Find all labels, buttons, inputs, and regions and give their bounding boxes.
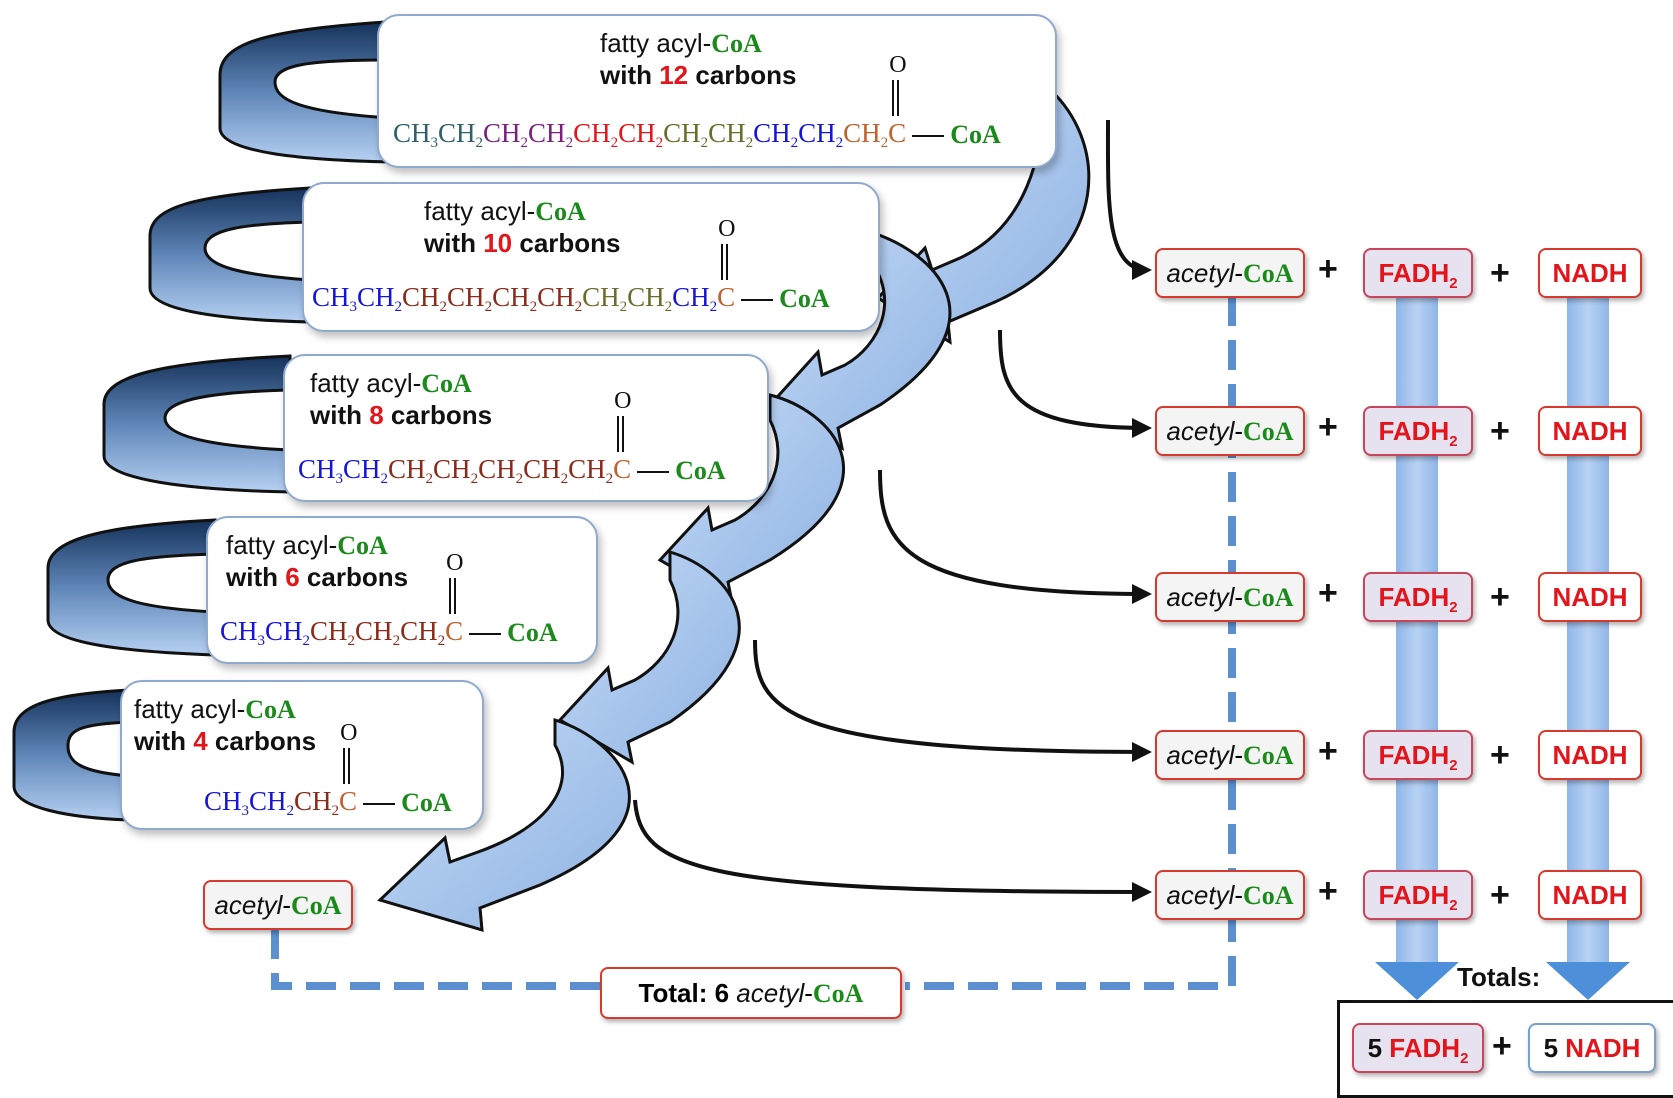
totals-label: Totals: xyxy=(1457,962,1541,992)
carbonyl-double-bond xyxy=(449,578,457,614)
plus-sign: + xyxy=(1318,574,1338,612)
coa-bond xyxy=(637,471,670,473)
plus-sign: + xyxy=(1490,578,1510,616)
card-title: fatty acyl-CoA xyxy=(134,694,296,724)
plus-sign: + xyxy=(1490,412,1510,450)
nadh-product: NADH xyxy=(1538,870,1642,920)
nadh-product: NADH xyxy=(1538,730,1642,780)
plus-sign: + xyxy=(1318,872,1338,910)
total-nadh: 5 NADH xyxy=(1528,1023,1656,1073)
acetyl-coa-product: acetyl-CoA xyxy=(1155,870,1305,920)
final-acetyl-coa: acetyl-CoA xyxy=(203,880,353,930)
plus-sign: + xyxy=(1490,876,1510,914)
fatty-acyl-card-4 xyxy=(120,680,484,830)
coa-bond xyxy=(741,299,774,301)
card-carbon-count: with 12 carbons xyxy=(600,60,797,90)
fatty-acyl-card-8 xyxy=(283,354,769,502)
plus-sign: + xyxy=(1490,254,1510,292)
card-carbon-count: with 6 carbons xyxy=(226,562,409,592)
fadh2-product: FADH2 xyxy=(1363,406,1473,456)
plus-sign: + xyxy=(1318,732,1338,770)
release-arrowheads xyxy=(1132,260,1152,902)
carbonyl-double-bond xyxy=(617,416,625,452)
nadh-product: NADH xyxy=(1538,248,1642,298)
nadh-column-arrow xyxy=(1546,292,1630,1000)
card-carbon-count: with 4 carbons xyxy=(134,726,317,756)
fatty-acyl-card-12 xyxy=(377,14,1057,168)
fadh2-product: FADH2 xyxy=(1363,248,1473,298)
plus-sign: + xyxy=(1490,736,1510,774)
acetyl-coa-product: acetyl-CoA xyxy=(1155,406,1305,456)
coa-bond xyxy=(363,803,396,805)
total-fadh2: 5 FADH2 xyxy=(1352,1023,1484,1073)
total-label: Total: 6 xyxy=(638,978,737,1008)
acetyl-dashed-line xyxy=(271,296,1236,990)
coa-group: CoA xyxy=(507,618,558,647)
total-acetyl-coa-box: Total: 6 acetyl-CoA xyxy=(600,967,902,1019)
fadh2-product: FADH2 xyxy=(1363,730,1473,780)
carbonyl-double-bond xyxy=(721,244,729,280)
spiral-arrows xyxy=(377,81,1091,933)
total-sep: - xyxy=(804,978,813,1008)
fadh2-product: FADH2 xyxy=(1363,870,1473,920)
plus-sign: + xyxy=(1318,250,1338,288)
nadh-product: NADH xyxy=(1538,406,1642,456)
acetyl-coa-product: acetyl-CoA xyxy=(1155,730,1305,780)
carbonyl-double-bond xyxy=(892,80,900,116)
card-carbon-count: with 8 carbons xyxy=(310,400,493,430)
card-title: fatty acyl-CoA xyxy=(310,368,472,398)
oxygen-label: O xyxy=(340,720,358,746)
fadh2-product: FADH2 xyxy=(1363,572,1473,622)
acetyl-coa-product: acetyl-CoA xyxy=(1155,248,1305,298)
card-formula: CH3CH2CH2CH2CH2CH2CH2CH2CH2C xyxy=(312,282,736,315)
release-arrows xyxy=(633,119,1149,894)
fadh-column-arrow xyxy=(1375,292,1459,1000)
oxygen-label: O xyxy=(614,388,632,414)
nadh-product: NADH xyxy=(1538,572,1642,622)
oxygen-label: O xyxy=(889,52,907,78)
carbonyl-double-bond xyxy=(343,748,351,784)
card-formula: CH3CH2CH2CH2CH2CH2CH2CH2CH2CH2CH2C xyxy=(393,118,907,151)
coa-group: CoA xyxy=(675,456,726,485)
coa-group: CoA xyxy=(401,788,452,817)
card-formula: CH3CH2CH2CH2CH2CH2CH2C xyxy=(298,454,632,487)
card-formula: CH3CH2CH2CH2CH2C xyxy=(220,616,464,649)
coa-bond xyxy=(469,633,502,635)
card-title: fatty acyl-CoA xyxy=(226,530,388,560)
acetyl-coa-product: acetyl-CoA xyxy=(1155,572,1305,622)
coa-group: CoA xyxy=(779,284,830,313)
card-title: fatty acyl-CoA xyxy=(600,28,762,58)
total-acetyl-word: acetyl xyxy=(736,978,805,1008)
coa-bond xyxy=(912,135,945,137)
card-formula: CH3CH2CH2C xyxy=(204,786,358,819)
coa-group: CoA xyxy=(950,120,1001,149)
card-carbon-count: with 10 carbons xyxy=(424,228,621,258)
totals-plus: + xyxy=(1492,1027,1512,1065)
plus-sign: + xyxy=(1318,408,1338,446)
fatty-acyl-card-10 xyxy=(302,182,880,332)
card-title: fatty acyl-CoA xyxy=(424,196,586,226)
fatty-acyl-card-6 xyxy=(206,516,598,664)
oxygen-label: O xyxy=(446,550,464,576)
totals-box: 5 FADH2 + 5 NADH xyxy=(1337,1000,1673,1098)
oxygen-label: O xyxy=(718,216,736,242)
spiral-rings xyxy=(12,20,392,822)
total-coa: CoA xyxy=(812,979,864,1008)
